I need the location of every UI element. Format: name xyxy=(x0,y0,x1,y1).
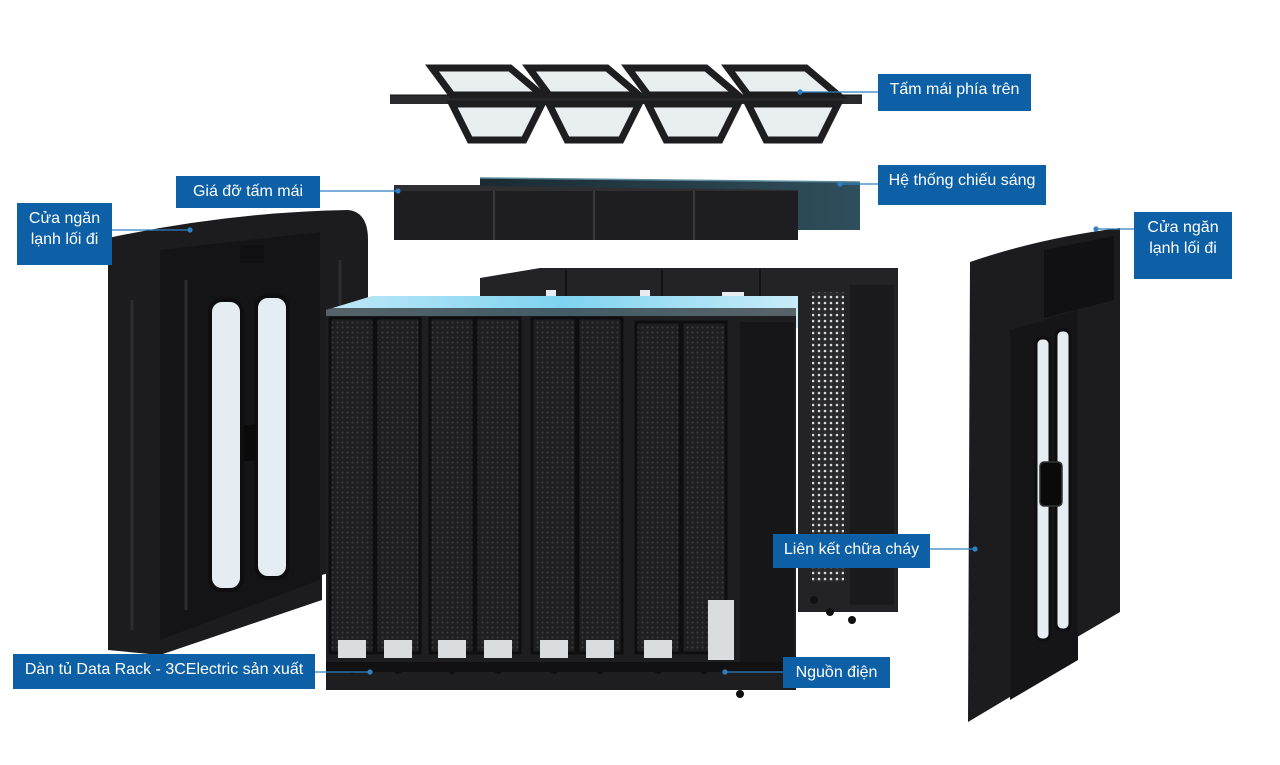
callout-fire-linkage: Liên kết chữa cháy xyxy=(773,534,930,568)
callout-text: Dàn tủ Data Rack - 3CElectric sản xuất xyxy=(24,661,304,678)
callout-lighting-system: Hệ thống chiếu sáng xyxy=(878,165,1046,205)
top-roof-panels-part xyxy=(390,64,862,144)
callout-text: Nguồn điện xyxy=(795,664,878,681)
callout-text-line-1: Cửa ngăn xyxy=(28,210,101,227)
callout-text-line-2: lạnh lối đi xyxy=(1149,240,1217,257)
leader-lines xyxy=(112,89,1134,675)
callout-text: Tấm mái phía trên xyxy=(889,81,1020,98)
callout-text: Giá đỡ tấm mái xyxy=(192,183,304,200)
callout-text-line-2: lạnh lối đi xyxy=(30,231,99,248)
callout-roof-panel-bracket: Giá đỡ tấm mái xyxy=(176,176,320,208)
right-aisle-door-part xyxy=(968,228,1120,722)
callout-text: Hệ thống chiếu sáng xyxy=(888,172,1036,189)
callout-top-roof-panels: Tấm mái phía trên xyxy=(878,74,1031,111)
front-rack-row-part xyxy=(326,296,798,698)
callout-text-line-1: Cửa ngăn xyxy=(1147,219,1219,236)
callout-rack-array: Dàn tủ Data Rack - 3CElectric sản xuất xyxy=(13,654,315,689)
callout-power-supply: Nguồn điện xyxy=(783,657,890,688)
callout-right-aisle-door: Cửa ngăn lạnh lối đi xyxy=(1134,212,1232,279)
callout-left-aisle-door: Cửa ngăn lạnh lối đi xyxy=(17,203,112,265)
callout-text: Liên kết chữa cháy xyxy=(783,541,920,558)
roof-panel-bracket-part xyxy=(394,185,798,240)
lighting-system-part xyxy=(479,177,861,230)
